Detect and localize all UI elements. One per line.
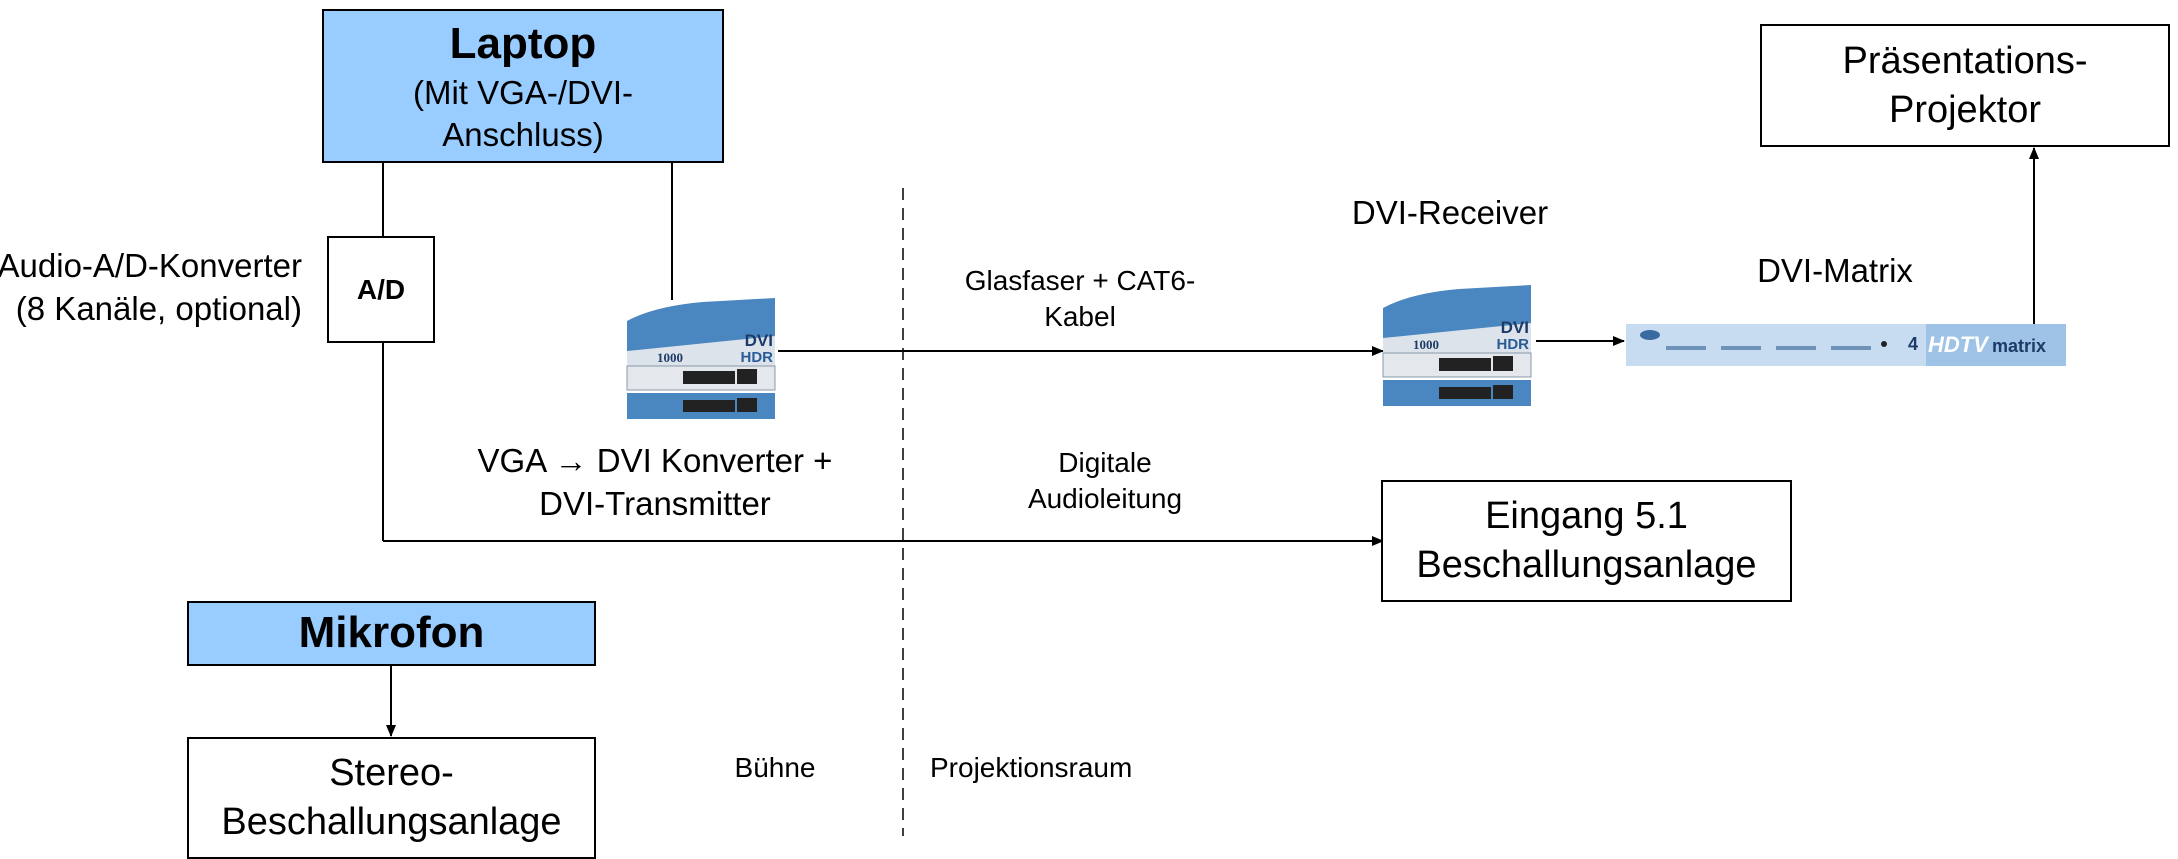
dvi-transmitter-image: DVI 1000 HDR — [626, 298, 776, 419]
matrix-caption: DVI-Matrix — [1757, 252, 1913, 289]
zone-projection-label: Projektionsraum — [930, 752, 1133, 783]
ad-converter-label: A/D — [356, 273, 406, 305]
projector-label-2: Projektor — [1888, 88, 2042, 131]
laptop-subtitle-2: Anschluss) — [442, 116, 604, 154]
dvi-matrix-device: 4 HDTV matrix — [1626, 324, 2066, 366]
matrix-brand: HDTV — [1928, 332, 1990, 357]
projector-box: Präsentations- Projektor — [1760, 24, 2170, 147]
zone-stage-label: Bühne — [734, 752, 816, 783]
ad-converter-caption: Audio-A/D-Konverter (8 Kanäle, optional) — [0, 247, 302, 327]
laptop-box: Laptop (Mit VGA-/DVI- Anschluss) — [322, 9, 724, 163]
stereo-label-1: Stereo- — [329, 752, 454, 795]
projector-label-1: Präsentations- — [1842, 39, 2088, 82]
dvi-receiver-image: DVI 1000 HDR — [1382, 285, 1532, 406]
laptop-subtitle-1: (Mit VGA-/DVI- — [413, 73, 633, 111]
dvi-transmitter-brand: DVI — [745, 331, 773, 350]
receiver-caption: DVI-Receiver — [1351, 194, 1549, 231]
dvi-receiver-device: DVI 1000 HDR — [1381, 283, 1533, 408]
dvi-transmitter-device: DVI 1000 HDR — [625, 296, 777, 421]
surround-label-1: Eingang 5.1 — [1485, 495, 1688, 538]
dvi-transmitter-brand-b: HDR — [741, 349, 774, 366]
dvi-matrix-image: 4 HDTV matrix — [1626, 324, 2066, 366]
laptop-title: Laptop — [449, 18, 597, 68]
ad-converter-box: A/D — [327, 236, 435, 343]
surround-box: Eingang 5.1 Beschallungsanlage — [1381, 480, 1792, 602]
microphone-label: Mikrofon — [298, 608, 485, 658]
dvi-receiver-model: 1000 — [1413, 337, 1439, 352]
stereo-box: Stereo- Beschallungsanlage — [187, 737, 596, 859]
dvi-transmitter-model: 1000 — [657, 350, 683, 365]
matrix-prefix: 4 — [1908, 334, 1918, 354]
dvi-receiver-brand: DVI — [1501, 318, 1529, 337]
matrix-suffix: matrix — [1992, 336, 2046, 356]
stereo-label-2: Beschallungsanlage — [221, 801, 562, 843]
fiber-caption: Glasfaser + CAT6- Kabel — [964, 265, 1196, 333]
audio-caption: Digitale Audioleitung — [1027, 447, 1183, 515]
dvi-receiver-brand-b: HDR — [1497, 336, 1530, 353]
microphone-box: Mikrofon — [187, 601, 596, 666]
surround-label-2: Beschallungsanlage — [1416, 544, 1757, 586]
transmitter-caption: VGA → DVI Konverter + DVI-Transmitter — [477, 442, 833, 522]
